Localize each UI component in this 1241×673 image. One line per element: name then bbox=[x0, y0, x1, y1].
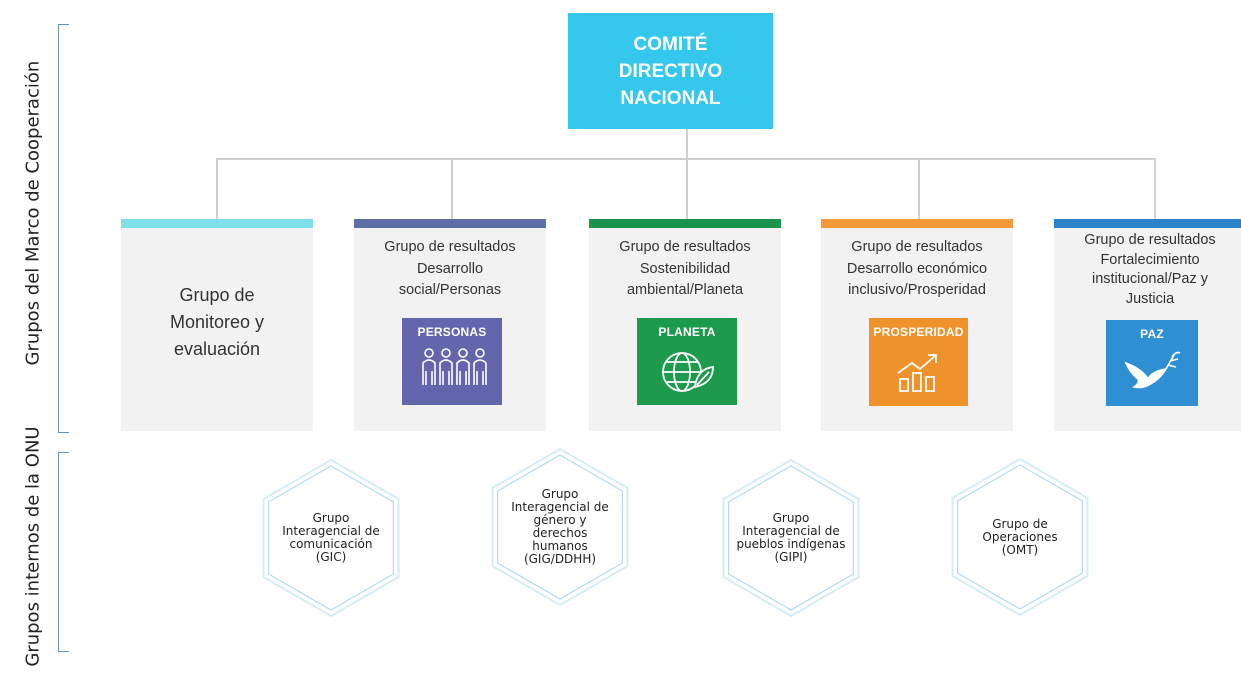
card-title: Grupo de Monitoreo y evaluación bbox=[121, 282, 313, 363]
hexagon-label-line: humanos bbox=[532, 539, 588, 553]
globe-leaf-icon bbox=[637, 347, 737, 400]
committee-title-line: DIRECTIVO bbox=[618, 60, 723, 82]
hexagon-label-line: Grupo de bbox=[992, 516, 1048, 531]
hexagon-label-line: género y bbox=[533, 513, 587, 527]
committee-title-line: NACIONAL bbox=[620, 87, 721, 109]
hexagon-label-line: Operaciones bbox=[982, 529, 1058, 544]
paz-badge: PAZ bbox=[1106, 320, 1198, 406]
card-title-line: Grupo de resultados bbox=[1084, 232, 1216, 248]
card-title-line: institucional/Paz y bbox=[1091, 271, 1209, 287]
top-group-bracket bbox=[58, 24, 69, 433]
card-title-line: evaluación bbox=[173, 339, 261, 359]
card-title-line: Justicia bbox=[1125, 290, 1175, 307]
card-title-line: Fortalecimiento bbox=[1100, 251, 1200, 268]
badge-label: PAZ bbox=[1140, 327, 1164, 341]
hexagon-label-line: pueblos indígenas bbox=[736, 537, 846, 551]
connector-vertical-top bbox=[686, 129, 688, 160]
connector-drop-1 bbox=[216, 158, 218, 219]
card-title-line: Grupo de bbox=[179, 285, 255, 305]
card-color-bar bbox=[589, 219, 781, 228]
hexagon-label-line: (GIPI) bbox=[774, 550, 808, 564]
committee-title-line: COMITÉ bbox=[633, 33, 708, 55]
card-title-line: Grupo de resultados bbox=[851, 239, 983, 255]
hexagon-label-line: Interagencial de bbox=[282, 524, 380, 538]
dove-icon bbox=[1106, 349, 1198, 398]
card-title-line: Grupo de resultados bbox=[619, 239, 751, 255]
hexagon-label-line: (OMT) bbox=[1001, 542, 1039, 557]
people-icon bbox=[402, 347, 502, 390]
side-label-un-internal-groups: Grupos internos de la ONU bbox=[22, 426, 44, 667]
connector-drop-4 bbox=[918, 158, 920, 219]
card-title-line: social/Personas bbox=[398, 282, 502, 298]
card-title-line: ambiental/Planeta bbox=[626, 282, 744, 298]
card-title-line: Desarrollo económico bbox=[846, 260, 988, 277]
hexagon-label-line: derechos bbox=[532, 526, 588, 540]
card-color-bar bbox=[1054, 219, 1241, 228]
hexagon-label-line: Interagencial de bbox=[742, 524, 840, 538]
hexagon-label-line: Interagencial de bbox=[511, 500, 609, 514]
national-steering-committee-box: COMITÉ DIRECTIVO NACIONAL bbox=[568, 13, 773, 129]
side-label-cooperation-groups: Grupos del Marco de Cooperación bbox=[22, 60, 44, 366]
card-title-line: Sostenibilidad bbox=[639, 260, 731, 277]
monitoring-card: Grupo de Monitoreo y evaluación bbox=[121, 219, 313, 431]
badge-label: PERSONAS bbox=[417, 325, 487, 339]
hexagon-label-line: Grupo bbox=[541, 487, 579, 501]
card-title-line: Desarrollo bbox=[416, 260, 484, 277]
personas-badge: PERSONAS bbox=[402, 318, 502, 405]
card-color-bar bbox=[354, 219, 546, 228]
connector-drop-5 bbox=[1154, 158, 1156, 219]
growth-chart-icon bbox=[869, 347, 968, 396]
planeta-badge: PLANETA bbox=[637, 318, 737, 405]
badge-label: PLANETA bbox=[658, 325, 716, 339]
hexagon-label-line: (GIC) bbox=[315, 550, 347, 564]
bottom-group-bracket bbox=[58, 452, 69, 652]
hexagon-label-line: (GIG/DDHH) bbox=[523, 552, 597, 566]
card-title-line: Grupo de resultados bbox=[384, 239, 516, 255]
hexagon-label-line: comunicación bbox=[289, 537, 373, 551]
connector-drop-2 bbox=[451, 158, 453, 219]
prosperidad-badge: PROSPERIDAD bbox=[869, 318, 968, 406]
badge-label: PROSPERIDAD bbox=[873, 325, 964, 339]
card-title-line: inclusivo/Prosperidad bbox=[848, 282, 986, 298]
connector-drop-3 bbox=[686, 158, 688, 219]
card-title-line: Monitoreo y bbox=[169, 312, 265, 332]
card-color-bar bbox=[821, 219, 1013, 228]
hexagon-label-line: Grupo bbox=[312, 511, 350, 525]
card-color-bar bbox=[121, 219, 313, 228]
hexagon-label-line: Grupo bbox=[772, 511, 810, 525]
